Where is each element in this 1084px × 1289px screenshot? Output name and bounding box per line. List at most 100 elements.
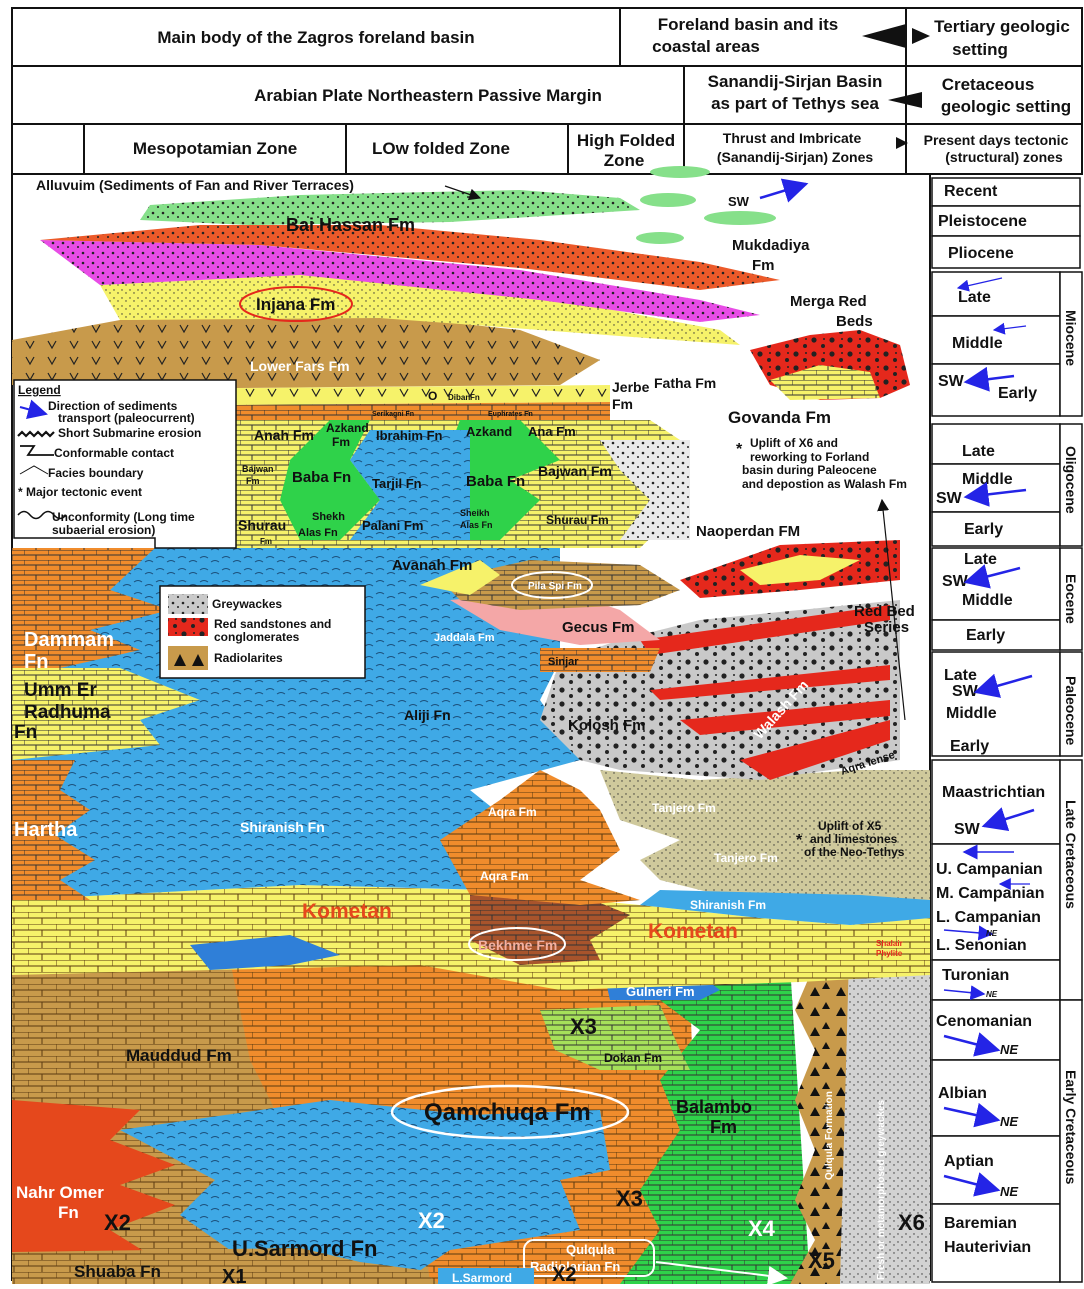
header-high-folded-2: Zone [604, 151, 645, 170]
label-balambo-1: Balambo [676, 1097, 752, 1117]
legend-conformable: Conformable contact [54, 446, 174, 460]
label-x2-c: X2 [552, 1264, 576, 1284]
label-dokan: Dokan Fm [604, 1051, 662, 1065]
ts-mio-early: Early [998, 385, 1037, 402]
label-hartha: Hartha [14, 819, 78, 841]
ts-turonian-ne: NE [986, 990, 998, 999]
label-bai-hassan: Bai Hassan Fm [286, 215, 415, 235]
label-umm-2: Radhuma [24, 702, 111, 723]
header-present-1: Present days tectonic [924, 132, 1069, 148]
label-merga-2: Beds [836, 313, 873, 330]
legend-radiolarites: Radiolarites [214, 651, 283, 665]
label-bajwan-small-1: Bajwan [242, 464, 274, 474]
ts-pleistocene: Pleistocene [938, 213, 1027, 230]
label-balambo-2: Fm [710, 1117, 737, 1137]
header-cretaceous-1: Cretaceous [942, 75, 1035, 94]
ts-albian-ne: NE [1000, 1114, 1018, 1129]
label-x2-b: X2 [418, 1208, 445, 1233]
label-pila-spi: Pila Spi Fm [528, 581, 582, 592]
header-thrust-1: Thrust and Imbricate [723, 130, 862, 146]
label-x6: X6 [898, 1210, 925, 1235]
label-avanah: Avanah Fm [392, 557, 472, 574]
ts-turonian: Turonian [942, 967, 1009, 984]
label-euphrates: Euphrates Fn [488, 411, 533, 418]
label-tanjero-2: Tanjero Fm [714, 851, 778, 865]
label-bekhme: Bekhme Fm [478, 937, 557, 953]
legend-tectonic: * Major tectonic event [18, 485, 142, 499]
epoch-paleocene: Paleocene [1063, 676, 1079, 745]
label-o: O [428, 389, 437, 403]
legend-unconformity-2: subaerial erosion) [52, 523, 155, 537]
legend-paleocurrent-2: transport (paleocurrent) [58, 411, 195, 425]
label-gulneri: Gulneri Fm [626, 984, 695, 999]
label-merga-1: Merga Red [790, 293, 867, 310]
legend: Legend Direction of sediments transport … [14, 380, 236, 548]
label-jerbe-1: Jerbe [612, 379, 650, 395]
ts-pal-late: Late [944, 667, 977, 684]
legend-greywackes: Greywackes [212, 597, 282, 611]
label-azkand-1: Azkand [326, 421, 369, 435]
header-tertiary-2: setting [952, 40, 1008, 59]
label-shurau-2: Shurau Fm [546, 513, 609, 527]
label-lower-fars: Lower Fars Fm [250, 358, 350, 374]
legend-red-2: conglomerates [214, 630, 300, 644]
label-u-sarmord: U.Sarmord Fn [232, 1236, 377, 1261]
ts-eo-sw: SW [942, 573, 969, 590]
legend-title: Legend [18, 383, 61, 397]
label-uplift-x5-1: Uplift of X5 [818, 819, 882, 833]
ts-mio-sw: SW [938, 373, 965, 390]
header-main-body: Main body of the Zagros foreland basin [157, 28, 474, 47]
label-nahr-omer-2: Fn [58, 1203, 79, 1222]
label-qulqula-formation: Qulqula Formation [824, 1091, 835, 1180]
ts-aptian-ne: NE [1000, 1184, 1018, 1199]
label-anah: Anah Fm [254, 427, 314, 443]
ts-pliocene: Pliocene [948, 245, 1014, 262]
label-baba-2: Baba Fn [466, 473, 525, 490]
legend-red-1: Red sandstones and [214, 617, 331, 631]
label-red-bed-1: Red Bed [854, 603, 915, 620]
label-alluvium: Alluvuim (Sediments of Fan and River Ter… [36, 177, 354, 193]
label-l-sarmord: L.Sarmord [452, 1271, 512, 1284]
label-gecus: Gecus Fm [562, 619, 635, 636]
ts-cenomanian-ne: NE [1000, 1042, 1018, 1057]
header-high-folded-1: High Folded [577, 131, 675, 150]
header-sanandij-2: as part of Tethys sea [711, 94, 879, 113]
ts-m-campanian: M. Campanian [936, 885, 1044, 902]
label-dammam-1: Dammam [24, 629, 114, 651]
ts-recent: Recent [944, 183, 998, 200]
header-tertiary-1: Tertiary geologic [934, 17, 1070, 36]
ts-eo-late: Late [964, 551, 997, 568]
label-baba-1: Baba Fn [292, 469, 351, 486]
label-shuaba: Shuaba Fn [74, 1262, 161, 1281]
label-ana: Ana Fm [528, 424, 576, 439]
label-x4: X4 [748, 1216, 776, 1241]
label-x3-a: X3 [570, 1014, 597, 1039]
sw-label: SW [728, 194, 750, 209]
label-aqra-2: Aqra Fm [480, 869, 529, 883]
label-shalair-1: Shalair [876, 939, 903, 948]
header-foreland-2: coastal areas [652, 37, 760, 56]
ts-l-campanian: L. Campanian [936, 909, 1041, 926]
label-mauddud: Mauddud Fm [126, 1046, 232, 1065]
ts-pal-sw: SW [952, 683, 979, 700]
label-tanjero-1: Tanjero Fm [652, 801, 716, 815]
label-red-bed-2: Series [864, 619, 909, 636]
label-mukdadiya-1: Mukdadiya [732, 237, 810, 254]
label-ibrahim: Ibrahim Fn [376, 428, 443, 443]
label-qamchuqa: Qamchuqa Fm [424, 1099, 591, 1126]
label-shekh-1a: Shekh [312, 511, 345, 523]
label-shalair-2: Phylite [876, 949, 903, 958]
label-uplift-x5-3: of the Neo-Tethys [804, 845, 905, 859]
ts-albian: Albian [938, 1085, 987, 1102]
label-bajwan: Bajwan Fm [538, 463, 612, 479]
label-qulqula-rad-1: Qulqula [566, 1242, 615, 1257]
ts-oli-sw: SW [936, 490, 963, 507]
unit-jerbe-diban [236, 385, 610, 420]
header-thrust-2: (Sanandij-Sirjan) Zones [717, 149, 874, 165]
label-kolosh: Kolosh Fm [568, 717, 646, 734]
label-aliji: Aliji Fn [404, 707, 451, 723]
ts-eo-early: Early [966, 627, 1005, 644]
label-serikagni: Serikagni Fn [372, 411, 414, 418]
